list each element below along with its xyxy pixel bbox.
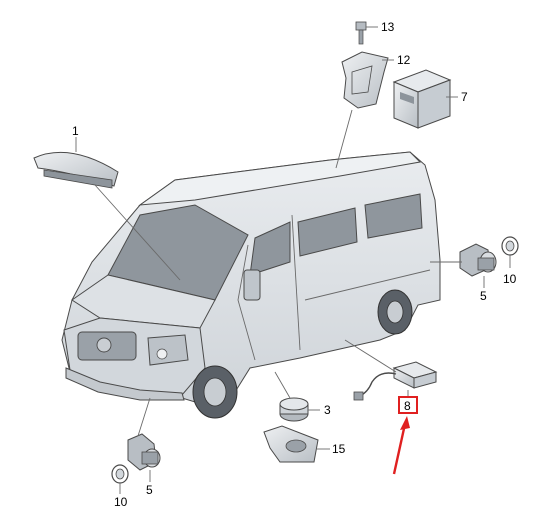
part-13-screw <box>355 21 367 45</box>
part-5-parking-sensor-rear <box>459 243 497 277</box>
part-1-roof-lamp <box>33 152 119 189</box>
callout-12: 12 <box>397 53 411 67</box>
callout-3: 3 <box>324 403 331 417</box>
van-icon <box>61 151 441 419</box>
callout-15: 15 <box>332 442 346 456</box>
callout-10-front: 10 <box>114 495 128 509</box>
part-12-bracket <box>341 51 389 109</box>
callout-8: 8 <box>404 399 411 413</box>
part-10-ring-rear <box>501 236 519 256</box>
part-10-ring-front <box>111 464 129 484</box>
part-7-control-unit <box>392 69 452 129</box>
part-5-parking-sensor-front <box>127 433 161 471</box>
leader-8-van <box>344 339 397 373</box>
part-8-sensor-module <box>353 361 438 401</box>
part-15-mount-plate <box>263 425 319 463</box>
callout-5-front: 5 <box>146 483 153 497</box>
part-3-clip <box>279 397 309 422</box>
callout-10-rear: 10 <box>503 272 517 286</box>
callout-7: 7 <box>461 90 468 104</box>
callout-5-rear: 5 <box>480 289 487 303</box>
highlight-box <box>398 396 418 414</box>
leader-12b <box>335 109 353 169</box>
callout-13: 13 <box>381 20 395 34</box>
callout-1: 1 <box>72 124 79 138</box>
leader-5b-van <box>137 397 151 437</box>
leader-1b <box>94 184 181 281</box>
leader-3-van <box>274 371 291 399</box>
pointer-arrow-icon <box>392 416 410 475</box>
